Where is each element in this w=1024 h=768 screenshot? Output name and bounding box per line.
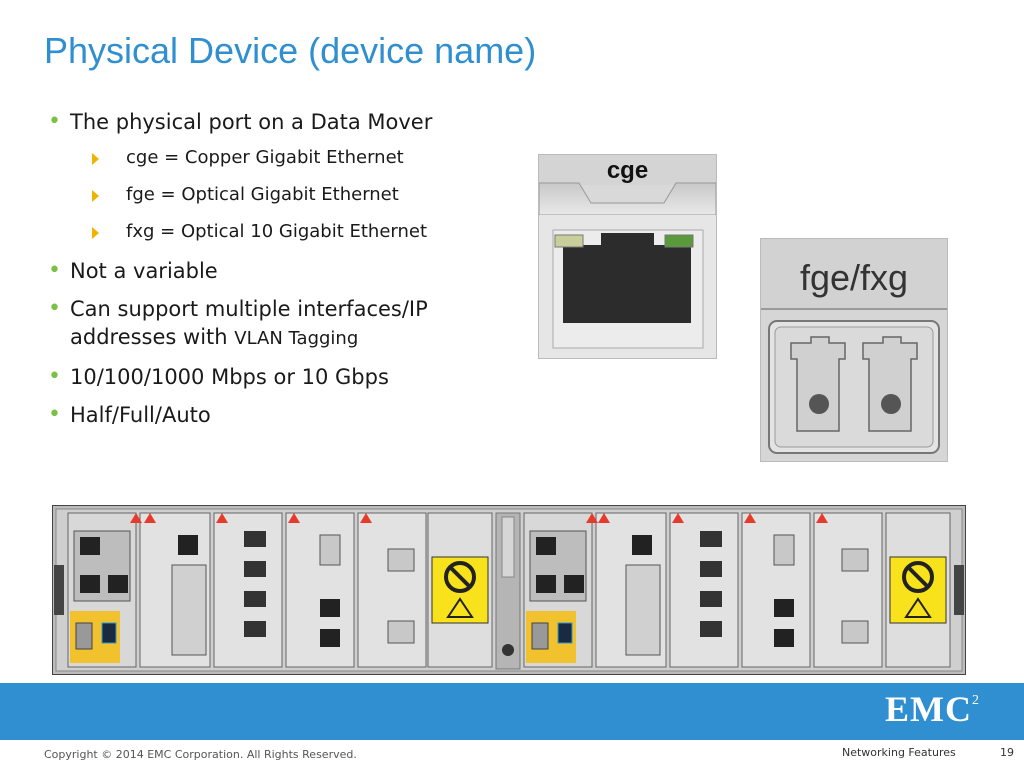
sub-bullet-item: cge = Copper Gigabit Ethernet [48, 146, 518, 170]
bullet-item: • The physical port on a Data Mover [48, 108, 518, 136]
bullet-text: Not a variable [70, 259, 218, 283]
bullet-text: The physical port on a Data Mover [70, 110, 433, 134]
sub-bullet-text: cge = Copper Gigabit Ethernet [126, 147, 404, 168]
section-name: Networking Features [842, 746, 956, 759]
fge-fxg-port-image: fge/fxg [760, 238, 948, 462]
fge-fxg-label: fge/fxg [799, 257, 909, 298]
sub-bullet-item: fge = Optical Gigabit Ethernet [48, 183, 518, 207]
bullet-list: • The physical port on a Data Mover cge … [48, 108, 518, 439]
lc-optical-port-icon [761, 239, 947, 461]
emc-logo-text: EMC [885, 689, 972, 729]
sub-bullet-item: fxg = Optical 10 Gigabit Ethernet [48, 220, 518, 244]
bullet-item: • Not a variable [48, 257, 518, 285]
bullet-text-small: VLAN Tagging [234, 328, 359, 349]
bullet-item: • Half/Full/Auto [48, 401, 518, 429]
emc-logo-superscript: 2 [972, 693, 980, 708]
bullet-text: addresses with [70, 325, 235, 349]
arrow-bullet-icon [92, 153, 99, 165]
emc-logo: EMC2 [885, 688, 980, 730]
bullet-item: • Can support multiple interfaces/IP add… [48, 295, 518, 353]
bullet-text: Can support multiple interfaces/IP [70, 297, 428, 321]
page-number: 19 [1000, 746, 1014, 759]
bullet-dot-icon: • [48, 258, 61, 283]
bullet-item: • 10/100/1000 Mbps or 10 Gbps [48, 363, 518, 391]
arrow-bullet-icon [92, 227, 99, 239]
footer-brand-bar [0, 683, 1024, 740]
slide-title: Physical Device (device name) [44, 30, 537, 71]
bullet-dot-icon: • [48, 109, 61, 134]
copyright-text: Copyright © 2014 EMC Corporation. All Ri… [44, 748, 357, 761]
cge-label: cge [606, 157, 649, 184]
cge-port-image: cge [538, 154, 717, 359]
bullet-text: 10/100/1000 Mbps or 10 Gbps [70, 365, 389, 389]
bullet-dot-icon: • [48, 364, 61, 389]
sub-bullet-text: fxg = Optical 10 Gigabit Ethernet [126, 221, 428, 242]
bullet-dot-icon: • [48, 402, 61, 427]
bullet-dot-icon: • [48, 296, 61, 321]
sub-bullet-text: fge = Optical Gigabit Ethernet [126, 184, 399, 205]
chassis-rear-panel-icon [51, 504, 967, 676]
arrow-bullet-icon [92, 190, 99, 202]
bullet-text: Half/Full/Auto [70, 403, 211, 427]
rj45-port-icon [539, 155, 716, 358]
data-mover-chassis-image [51, 504, 967, 676]
